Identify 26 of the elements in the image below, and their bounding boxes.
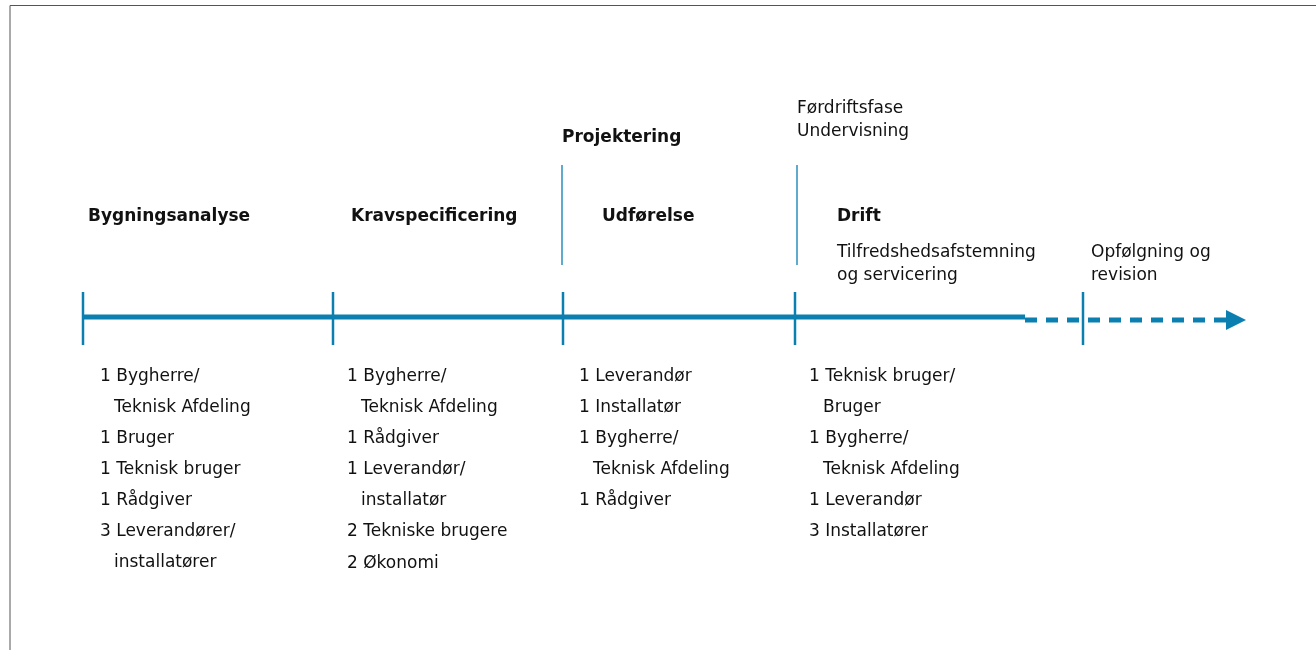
participant-item: 1 Rådgiver [347, 426, 439, 449]
participant-item: 1 Leverandør/ installatør [347, 457, 467, 511]
phase-text: Tilfredshedsafstemning og servicering [837, 240, 1037, 286]
participant-item: 1 Teknisk bruger [100, 457, 241, 480]
participant-item: 3 Leverandører/ installatører [100, 519, 237, 573]
phase-heading: Bygningsanalyse [88, 204, 251, 227]
phase-heading: Projektering [562, 125, 682, 148]
phase-heading: Kravspecificering [351, 204, 518, 227]
phase-text: Opfølgning og revision [1091, 240, 1212, 286]
participant-item: 1 Teknisk bruger/ Bruger [809, 364, 957, 418]
participant-item: 1 Bygherre/ Teknisk Afdeling [347, 364, 499, 418]
participant-item: 2 Økonomi [347, 551, 439, 574]
phase-text: Førdriftsfase Undervisning [797, 96, 911, 142]
participant-item: 1 Bygherre/ Teknisk Afdeling [100, 364, 252, 418]
participant-item: 2 Tekniske brugere [347, 519, 508, 542]
phase-heading: Drift [837, 204, 881, 227]
participant-item: 1 Installatør [579, 395, 681, 418]
participant-item: 1 Rådgiver [579, 488, 671, 511]
participant-item: 1 Bygherre/ Teknisk Afdeling [809, 426, 961, 480]
participant-item: 1 Leverandør [579, 364, 692, 387]
participant-item: 1 Bygherre/ Teknisk Afdeling [579, 426, 731, 480]
phase-heading: Udførelse [602, 204, 695, 227]
participant-item: 1 Leverandør [809, 488, 922, 511]
participant-item: 1 Bruger [100, 426, 174, 449]
participant-item: 1 Rådgiver [100, 488, 192, 511]
participant-item: 3 Installatører [809, 519, 928, 542]
